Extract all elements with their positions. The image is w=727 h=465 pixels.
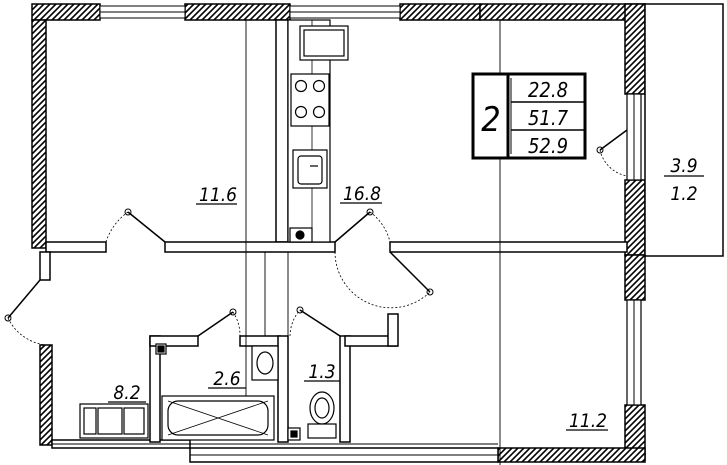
total-area-value: 51.7 [528, 106, 569, 130]
window-right-kitchen [626, 93, 642, 181]
boiler-icon [289, 227, 313, 243]
window-top-left [99, 5, 186, 19]
kitchen-living-area: 16.8 [343, 183, 381, 205]
summary-table: 2 22.8 51.7 52.9 [471, 72, 587, 160]
hall-cabinet-icon [79, 403, 149, 439]
room-labels: 11.6 16.8 8.2 2.6 1.3 11.2 3.9 1.2 [108, 155, 704, 432]
hall-area: 8.2 [113, 382, 140, 404]
bath-column-icon [155, 343, 301, 441]
washbasin-icon [251, 345, 279, 381]
kitchen-window-sill [299, 25, 349, 61]
toilet-icon [307, 391, 337, 439]
stove-icon [290, 73, 330, 127]
bathroom-area: 2.6 [213, 368, 240, 390]
interior-walls [45, 19, 628, 443]
living-area-value: 22.8 [528, 78, 568, 102]
total-with-balcony-value: 52.9 [528, 134, 568, 158]
doors [4, 129, 628, 346]
window-right-room [626, 299, 642, 406]
bathtub-icon [161, 395, 275, 441]
room-left-area: 11.6 [199, 184, 237, 206]
balcony [644, 3, 724, 257]
exterior-walls [31, 3, 646, 463]
room-right-area: 11.2 [569, 410, 607, 432]
window-top-kitchen [289, 5, 401, 19]
balcony-area: 3.9 [670, 155, 697, 177]
sink-icon [292, 149, 328, 189]
toilet-area: 1.3 [308, 361, 335, 383]
room-count: 2 [481, 100, 500, 140]
balcony-reduced-area: 1.2 [670, 183, 697, 205]
